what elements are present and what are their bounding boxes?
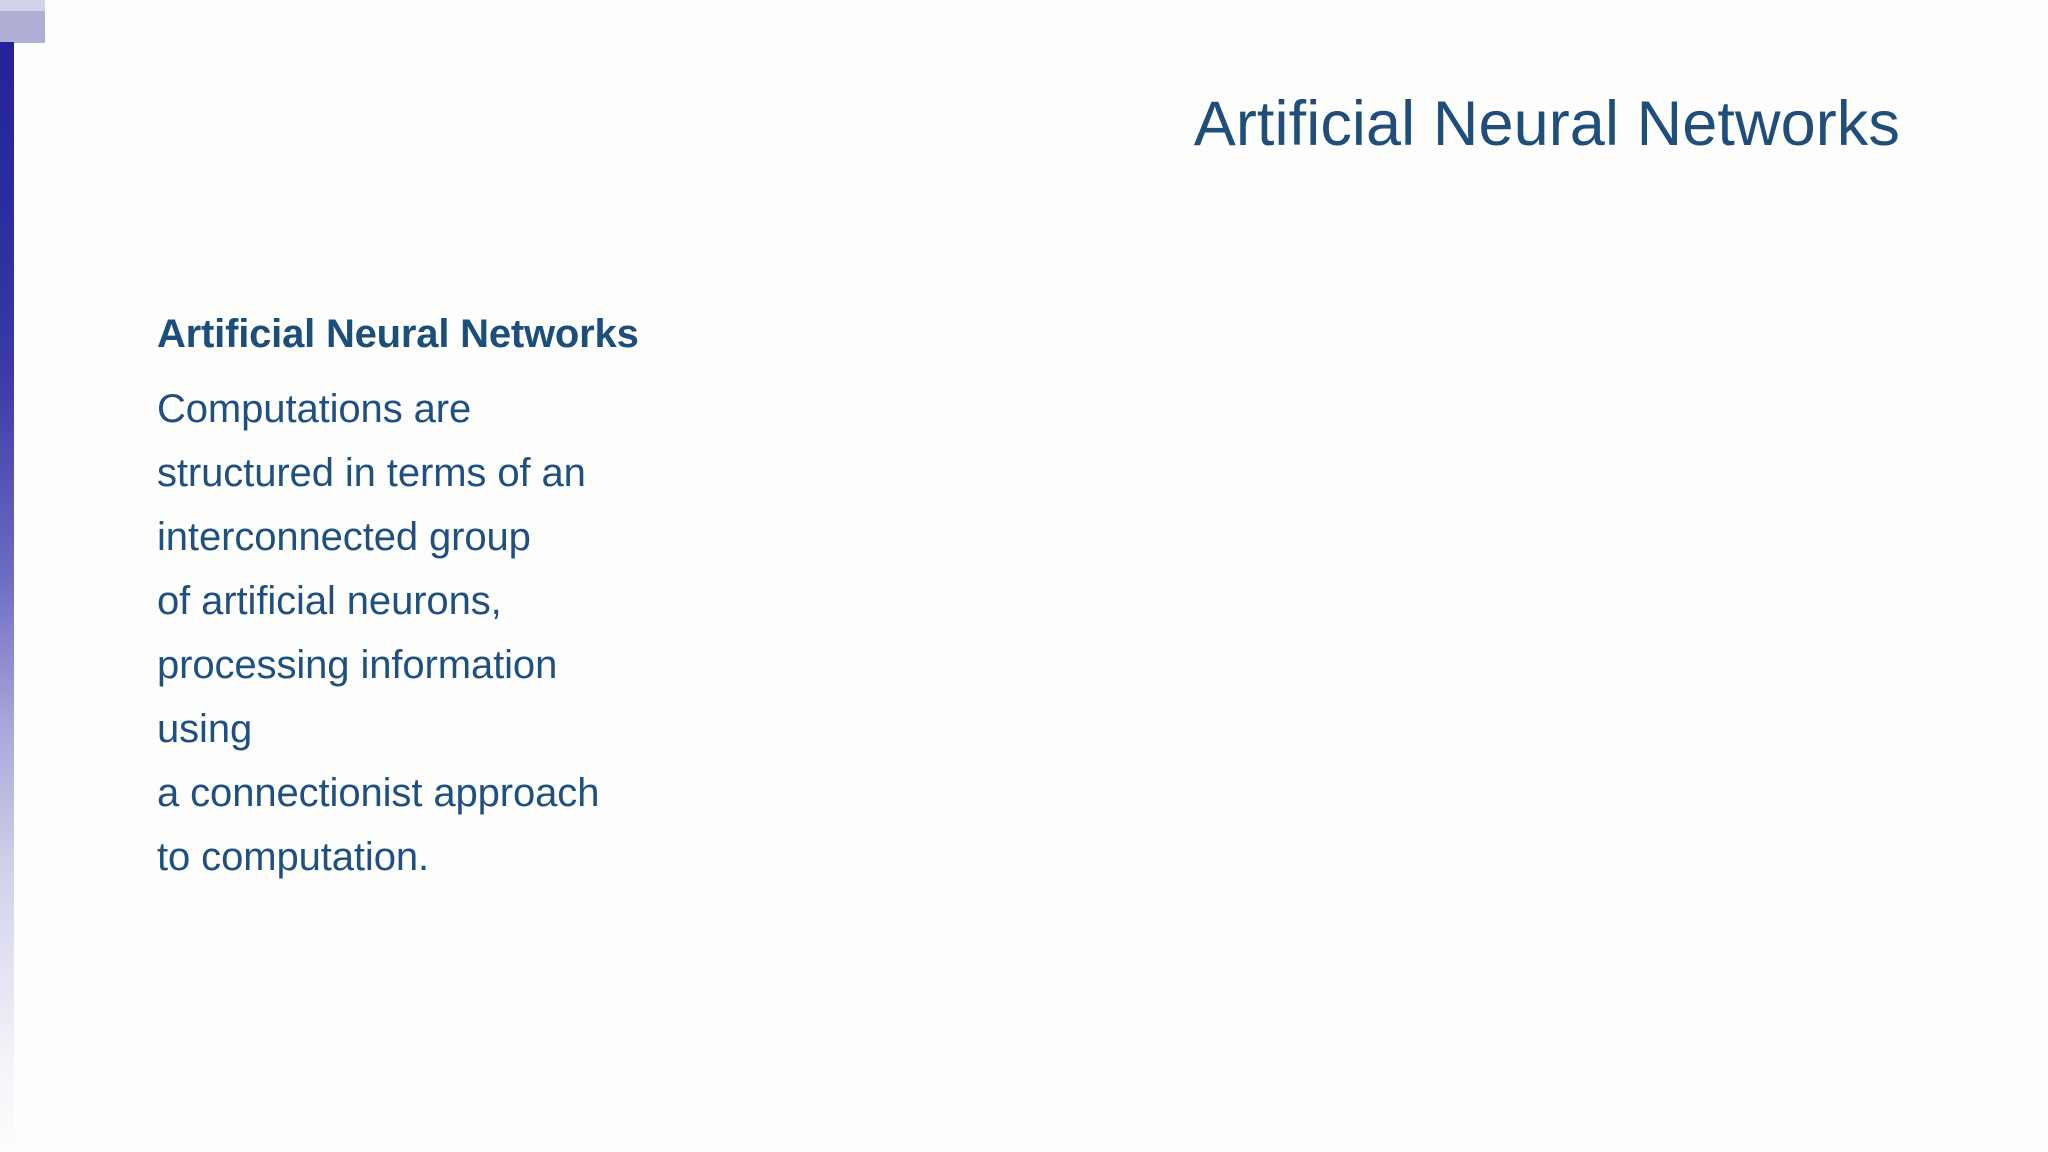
corner-accent-highlight: [0, 0, 45, 12]
slide-body: Artificial Neural Networks Computations …: [157, 310, 917, 889]
body-line: interconnected group: [157, 514, 531, 559]
body-line: Computations are: [157, 386, 472, 431]
left-accent-bar: [0, 42, 14, 1152]
body-paragraph: Computations are structured in terms of …: [157, 377, 917, 889]
body-line: of artificial neurons,: [157, 578, 502, 623]
body-heading: Artificial Neural Networks: [157, 312, 639, 356]
body-line: to computation.: [157, 834, 429, 879]
body-line: structured in terms of an: [157, 450, 586, 495]
slide-title: Artificial Neural Networks: [1193, 89, 1900, 159]
body-line: using: [157, 706, 253, 751]
body-line: processing information: [157, 642, 558, 687]
corner-accent-block: [0, 11, 45, 43]
body-line: a connectionist approach: [157, 770, 600, 815]
